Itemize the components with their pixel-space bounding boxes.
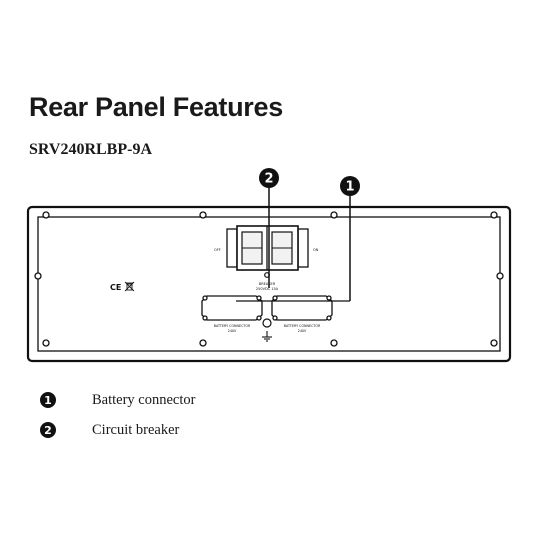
legend-number-badge: 2 xyxy=(40,422,56,438)
battery-connector-left xyxy=(201,295,263,321)
breaker-left-bracket xyxy=(226,228,238,268)
right-connector-sub: 240V xyxy=(298,329,307,333)
connector-screw-icon xyxy=(272,295,278,301)
screw-icon xyxy=(34,272,42,280)
connector-screw-icon xyxy=(272,315,278,321)
connector-screw-icon xyxy=(326,295,332,301)
battery-connector-right xyxy=(271,295,333,321)
breaker-rating: 250VDC 15A xyxy=(256,287,279,291)
screw-icon xyxy=(199,339,207,347)
breaker-caption: BREAKER xyxy=(259,282,276,286)
recycle-bin-icon xyxy=(124,281,135,292)
model-number: SRV240RLBP-9A xyxy=(29,141,152,158)
ground-symbol-icon xyxy=(262,331,272,342)
page-title: Rear Panel Features xyxy=(29,92,283,122)
connector-left-outline xyxy=(201,295,263,321)
screw-icon xyxy=(42,339,50,347)
screw-icon xyxy=(42,211,50,219)
circuit-breaker xyxy=(226,225,309,271)
breaker-off-label: OFF xyxy=(214,248,221,252)
connector-screw-icon xyxy=(256,295,262,301)
callout-2-badge: 2 xyxy=(259,168,279,188)
screw-icon xyxy=(490,211,498,219)
ground-post-icon xyxy=(262,318,272,328)
bin-body xyxy=(126,283,133,291)
legend-label: Battery connector xyxy=(92,391,196,408)
breaker-right-bracket xyxy=(297,228,309,268)
connector-screw-icon xyxy=(326,315,332,321)
screw-icon xyxy=(330,211,338,219)
left-connector-sub: 240V xyxy=(228,329,237,333)
callout-1-badge: 1 xyxy=(340,176,360,196)
screw-icon xyxy=(496,272,504,280)
breaker-on-label: ON xyxy=(313,248,319,252)
panel-screws xyxy=(34,211,504,347)
legend-item-circuit-breaker: 2 Circuit breaker xyxy=(40,420,179,440)
screw-icon xyxy=(490,339,498,347)
screw-icon xyxy=(330,339,338,347)
bin-cross xyxy=(124,281,135,292)
callout-2-number: 2 xyxy=(264,172,273,187)
connector-screw-icon xyxy=(202,295,208,301)
callout-2-circle xyxy=(259,168,279,188)
connector-screw-icon xyxy=(256,315,262,321)
connector-screw-icon xyxy=(202,315,208,321)
callout-1-circle xyxy=(340,176,360,196)
ce-mark: CE xyxy=(110,283,121,292)
screw-icon xyxy=(199,211,207,219)
legend-label: Circuit breaker xyxy=(92,421,180,438)
connector-right-outline xyxy=(271,295,333,321)
legend-item-battery-connector: 1 Battery connector xyxy=(40,390,195,410)
right-connector-label: BATTERY CONNECTOR xyxy=(284,324,321,328)
legend-number-badge: 1 xyxy=(40,392,56,408)
callout-1-number: 1 xyxy=(345,180,354,195)
left-connector-label: BATTERY CONNECTOR xyxy=(214,324,251,328)
